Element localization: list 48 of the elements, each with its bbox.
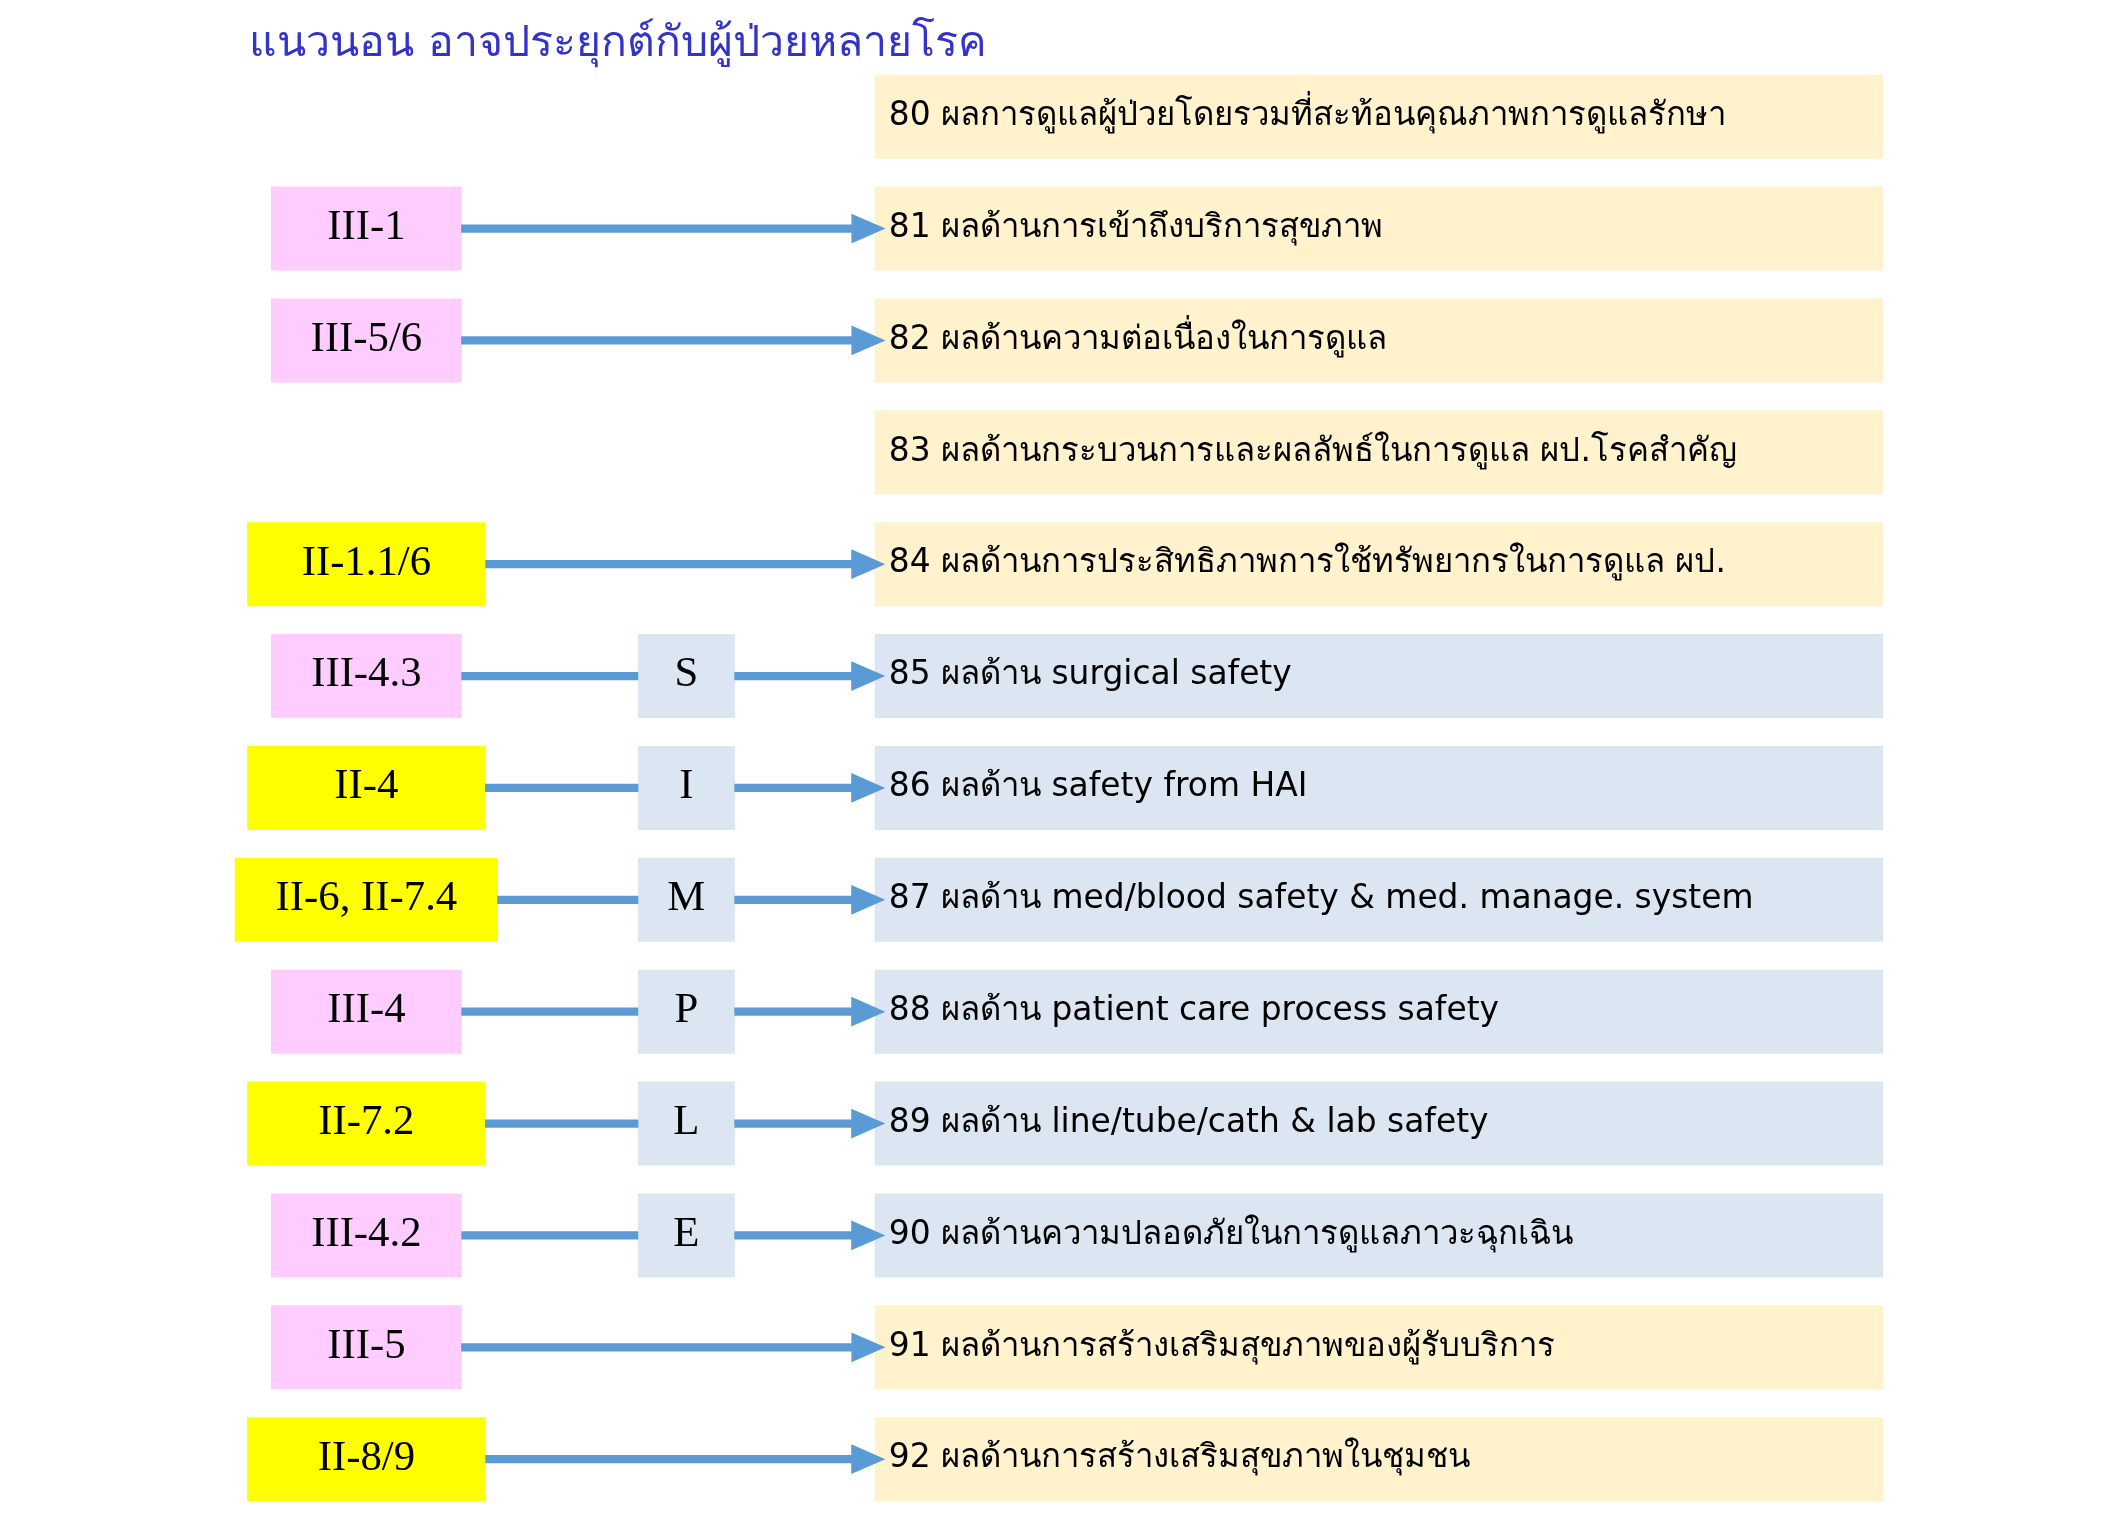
connector: [460, 1007, 638, 1016]
node-box: II-6, II-7.4: [234, 857, 498, 942]
node-box: 86 ผลด้าน safety from HAI: [874, 746, 1883, 830]
node-box: III-4.2: [270, 1193, 462, 1278]
arrow: [733, 884, 885, 915]
node-box: III-5/6: [270, 298, 462, 383]
connector: [484, 1119, 638, 1128]
arrow: [484, 549, 885, 580]
diagram-title: แนวนอน อาจประยุกต์กับผู้ป่วยหลายโรค: [248, 15, 987, 66]
arrow: [733, 773, 885, 803]
arrow: [733, 996, 885, 1027]
arrow: [460, 1332, 886, 1363]
node-box: 88 ผลด้าน patient care process safety: [874, 969, 1883, 1054]
connector: [460, 1231, 638, 1240]
node-box: 82 ผลด้านความต่อเนื่องในการดูแล: [874, 298, 1883, 383]
node-box: 91 ผลด้านการสร้างเสริมสุขภาพของผู้รับบริการ: [874, 1305, 1883, 1390]
node-box: 87 ผลด้าน med/blood safety & med. manage. system: [874, 857, 1883, 942]
arrow: [460, 325, 886, 356]
arrow: [733, 1220, 885, 1251]
node-box: 84 ผลด้านการประสิทธิภาพการใช้ทรัพยากรในการดูแล ผป.: [874, 522, 1883, 607]
node-box: II-8/9: [246, 1417, 486, 1502]
node-box: III-4: [270, 969, 462, 1054]
node-box: P: [637, 969, 735, 1054]
node-box: III-1: [270, 186, 462, 271]
connector: [484, 783, 638, 793]
node-box: 90 ผลด้านความปลอดภัยในการดูแลภาวะฉุกเฉิน: [874, 1193, 1883, 1278]
node-box: M: [637, 857, 735, 942]
arrow: [733, 1108, 885, 1139]
node-box: II-1.1/6: [246, 522, 486, 607]
node-box: II-4: [246, 746, 486, 830]
connector: [496, 895, 638, 904]
node-box: 83 ผลด้านกระบวนการและผลลัพธ์ในการดูแล ผป.โรคสำคัญ: [874, 410, 1883, 495]
arrow: [733, 661, 885, 691]
node-box: 81 ผลด้านการเข้าถึงบริการสุขภาพ: [874, 186, 1883, 271]
connector: [460, 671, 638, 681]
node-box: 80 ผลการดูแลผู้ป่วยโดยรวมที่สะท้อนคุณภาพการดูแลรักษา: [874, 74, 1883, 159]
node-box: S: [637, 634, 735, 718]
node-box: 92 ผลด้านการสร้างเสริมสุขภาพในชุมชน: [874, 1417, 1883, 1502]
arrow: [460, 213, 886, 244]
node-box: I: [637, 746, 735, 830]
node-box: E: [637, 1193, 735, 1278]
node-box: II-7.2: [246, 1081, 486, 1166]
node-box: III-4.3: [270, 634, 462, 718]
node-box: III-5: [270, 1305, 462, 1390]
arrow: [484, 1444, 885, 1475]
node-box: 89 ผลด้าน line/tube/cath & lab safety: [874, 1081, 1883, 1166]
node-box: 85 ผลด้าน surgical safety: [874, 634, 1883, 718]
node-box: L: [637, 1081, 735, 1166]
